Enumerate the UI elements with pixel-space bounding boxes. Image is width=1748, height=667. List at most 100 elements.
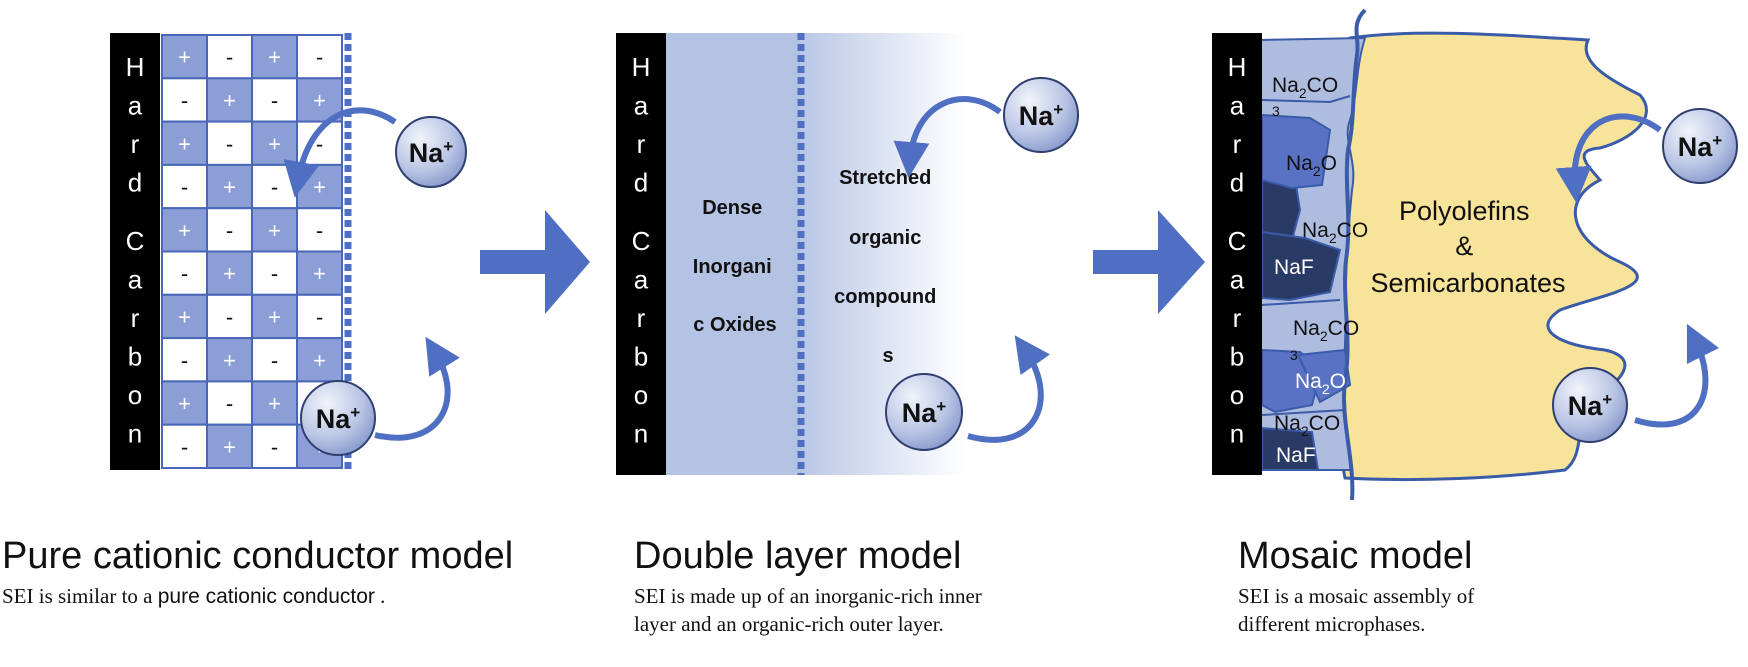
panel-3-curved-arrow-top: [1555, 113, 1662, 203]
minus-sign: -: [316, 218, 323, 243]
anion-cell: [161, 250, 208, 296]
panel-3-phase-na2co3: Na2CO: [1274, 412, 1340, 439]
svg-text:Na+: Na+: [409, 137, 454, 168]
hard-carbon-letter: r: [131, 129, 140, 159]
hard-carbon-letter: a: [128, 91, 143, 121]
panel-3-phase-na2co3: Na2CO: [1272, 74, 1338, 101]
panel-2-curved-arrow-bottom: [967, 335, 1051, 443]
panel-2-hard-carbon-bar: [616, 33, 666, 475]
plus-sign: +: [313, 88, 326, 113]
cation-cell: [161, 380, 208, 426]
plus-sign: +: [268, 131, 281, 156]
minus-sign: -: [181, 434, 188, 459]
panel-3-phase-na2o: Na2O: [1295, 370, 1346, 397]
minus-sign: -: [226, 45, 233, 70]
panel-1-flow-arrow: [480, 210, 590, 314]
hard-carbon-letter: C: [1228, 226, 1247, 256]
plus-sign: +: [223, 434, 236, 459]
panel-2-outer-label: Stretched organic compound s: [834, 167, 942, 367]
hard-carbon-letter: r: [637, 129, 646, 159]
panel-3-mosaic-boundary: [1261, 95, 1351, 416]
minus-sign: -: [271, 175, 278, 200]
svg-text:Na+: Na+: [1678, 131, 1723, 162]
cation-cell: [206, 423, 253, 470]
hard-carbon-letter: o: [1230, 380, 1244, 410]
minus-sign: -: [181, 261, 188, 286]
plus-sign: +: [223, 175, 236, 200]
plus-sign: +: [268, 218, 281, 243]
plus-sign: +: [178, 391, 191, 416]
hard-carbon-letter: d: [1230, 168, 1244, 198]
minus-sign: -: [271, 88, 278, 113]
hard-carbon-letter: r: [1233, 129, 1242, 159]
minus-sign: -: [181, 88, 188, 113]
minus-sign: -: [316, 131, 323, 156]
cation-cell: [251, 34, 298, 80]
panel-3-curved-arrow-bottom: [1634, 323, 1720, 428]
panel-3-phase-na2o: Na2O: [1286, 152, 1337, 179]
panel-3-phase-naf: NaF: [1276, 444, 1316, 467]
plus-sign: +: [313, 175, 326, 200]
plus-sign: +: [178, 304, 191, 329]
hard-carbon-letter: H: [126, 52, 145, 82]
hard-carbon-letter: H: [632, 52, 651, 82]
anion-cell: [206, 34, 253, 80]
panel-1-curved-arrow-bottom: [374, 336, 460, 441]
svg-text:Na+: Na+: [1568, 390, 1613, 421]
anion-cell: [251, 77, 298, 123]
panel-2-curved-arrow-top: [893, 96, 1002, 178]
panel-2-na-ion-top: Na+: [1003, 77, 1079, 153]
panel-3-phase-subscript: 3: [1290, 347, 1298, 363]
panel-3-caption: Mosaic model SEI is a mosaic assembly of…: [1238, 534, 1738, 638]
panel-3-hard-carbon-bar: [1212, 33, 1262, 475]
panel-1-description: SEI is similar to a pure cationic conduc…: [2, 582, 582, 611]
plus-sign: +: [268, 391, 281, 416]
hard-carbon-letter: o: [128, 380, 142, 410]
panel-3-outer-label: Polyolefins & Semicarbonates: [1370, 196, 1565, 298]
plus-sign: +: [313, 348, 326, 373]
panel-3-title: Mosaic model: [1238, 535, 1473, 577]
hard-carbon-letter: H: [1228, 52, 1247, 82]
anion-cell: [161, 423, 208, 470]
minus-sign: -: [226, 218, 233, 243]
hard-carbon-letter: r: [1233, 303, 1242, 333]
plus-sign: +: [223, 348, 236, 373]
panel-3-phase-naf: NaF: [1274, 256, 1314, 279]
plus-sign: +: [178, 131, 191, 156]
panel-2-caption: Double layer model SEI is made up of an …: [634, 534, 1014, 638]
panel-3-na-ion-bottom: Na+: [1552, 367, 1628, 443]
panel-1-title: Pure cationic conductor model: [2, 535, 514, 577]
hard-carbon-letter: C: [126, 226, 145, 256]
panel-2-inner-layer: [666, 33, 800, 475]
plus-sign: +: [268, 45, 281, 70]
panel-3-description: SEI is a mosaic assembly of different mi…: [1238, 584, 1475, 636]
hard-carbon-letter: a: [1230, 265, 1245, 295]
minus-sign: -: [181, 175, 188, 200]
hard-carbon-letter: r: [637, 303, 646, 333]
panel-3-mosaic-mid-phase: [1296, 348, 1352, 404]
minus-sign: -: [271, 261, 278, 286]
hard-carbon-letter: b: [634, 342, 648, 372]
hard-carbon-letter: a: [128, 265, 143, 295]
panel-2-na-ion-bottom: Na+: [885, 373, 963, 451]
plus-sign: +: [223, 88, 236, 113]
panel-2-description: SEI is made up of an inorganic-rich inne…: [634, 584, 982, 636]
svg-text:Na+: Na+: [902, 397, 947, 428]
panel-2-title: Double layer model: [634, 535, 962, 577]
panel-1-caption: Pure cationic conductor model SEI is sim…: [2, 534, 582, 611]
hard-carbon-letter: o: [634, 380, 648, 410]
svg-text:Na+: Na+: [316, 403, 361, 434]
panel-3-sei-boundary-line: [1341, 8, 1367, 501]
anion-cell: [296, 293, 343, 340]
minus-sign: -: [271, 348, 278, 373]
panel-1-na-ion-bottom: Na+: [300, 380, 376, 456]
hard-carbon-letter: n: [1230, 419, 1244, 449]
svg-text:Na+: Na+: [1019, 100, 1064, 131]
minus-sign: -: [271, 434, 278, 459]
anion-cell: [161, 77, 208, 123]
hard-carbon-letter: n: [634, 419, 648, 449]
